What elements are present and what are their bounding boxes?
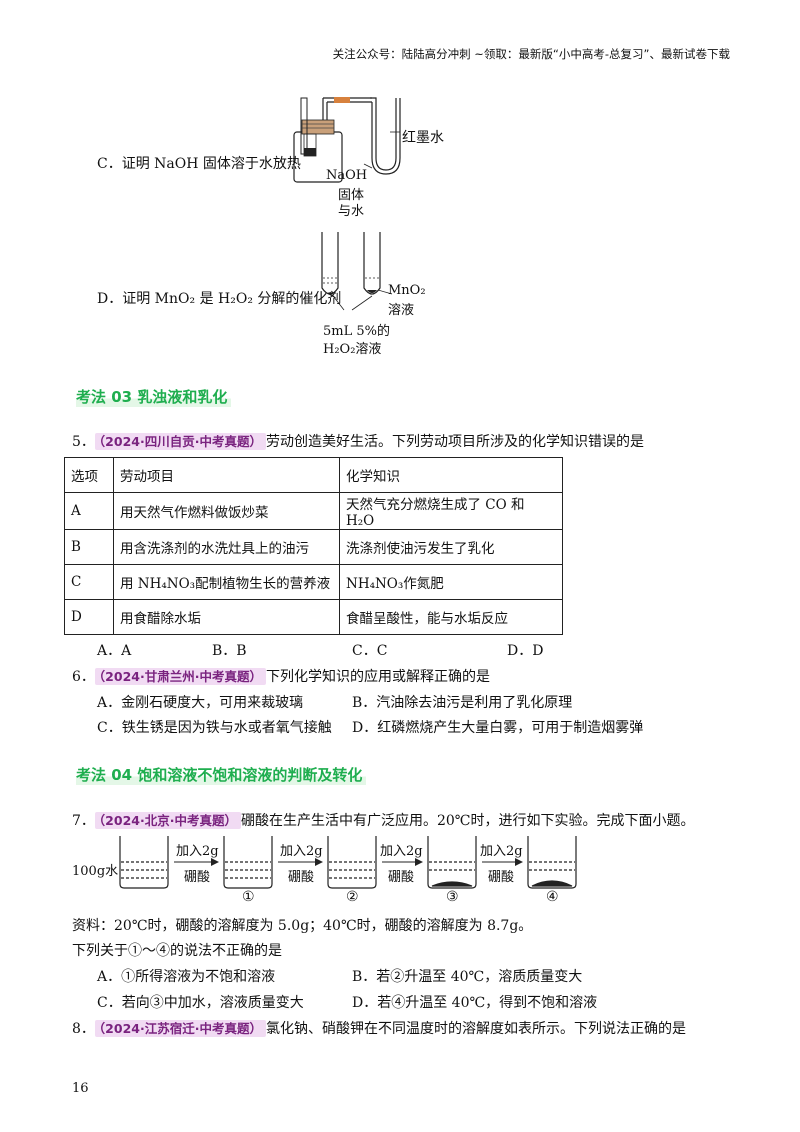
beaker-4 [527, 836, 577, 889]
substance-label: 硼酸 [288, 870, 315, 885]
question-6: 6．（2024·甘肃兰州·中考真题）下列化学知识的应用或解释正确的是 [72, 666, 490, 686]
naoh-label: NaOH [326, 168, 368, 183]
question-number: 8． [72, 1021, 95, 1037]
h2o2-label: H₂O₂溶液 [323, 342, 382, 357]
question-5: 5．（2024·四川自贡·中考真题）劳动创造美好生活。下列劳动项目所涉及的化学知… [72, 431, 644, 451]
question-number: 6． [72, 669, 95, 685]
solution-label: 溶液 [388, 303, 415, 318]
option-b: B．若②升温至 40℃，溶质质量变大 [352, 969, 583, 985]
option-b: B．汽油除去油污是利用了乳化原理 [352, 695, 573, 711]
table-header-cell: 化学知识 [339, 457, 563, 493]
add-label: 加入2g [380, 844, 423, 859]
table-row: C 用 NH₄NO₃配制植物生长的营养液 NH₄NO₃作氮肥 [64, 564, 563, 600]
option-a: A．金刚石硬度大，可用来裁玻璃 [97, 695, 304, 711]
table-row: A 用天然气作燃料做饭炒菜 天然气充分燃烧生成了 CO 和 H₂O [64, 492, 563, 530]
solid-label: 固体 [338, 188, 365, 203]
page-number: 16 [72, 1081, 89, 1096]
beaker-label: ② [346, 889, 359, 905]
table-cell: B [64, 529, 114, 565]
option-d: D．若④升温至 40℃，得到不饱和溶液 [352, 995, 598, 1011]
table-cell: 食醋呈酸性，能与水垢反应 [339, 599, 563, 635]
question-number: 5． [72, 434, 95, 450]
question-text: 下列化学知识的应用或解释正确的是 [265, 669, 490, 685]
question-7: 7．（2024·北京·中考真题）硼酸在生产生活中有广泛应用。20℃时，进行如下实… [72, 810, 694, 830]
table-cell: 天然气充分燃烧生成了 CO 和 H₂O [339, 492, 563, 530]
q5-table: 选项 劳动项目 化学知识 A 用天然气作燃料做饭炒菜 天然气充分燃烧生成了 CO… [64, 457, 563, 635]
beaker-label: ④ [546, 889, 559, 905]
source-tag: （2024·江苏宿迁·中考真题） [94, 1020, 266, 1037]
option-c: C．C [352, 643, 388, 659]
test-tubes-diagram [321, 232, 393, 311]
beaker-1 [223, 836, 273, 889]
table-cell: 用食醋除水垢 [113, 599, 340, 635]
substance-label: 硼酸 [388, 870, 415, 885]
table-cell: C [64, 564, 114, 600]
table-row: D 用食醋除水垢 食醋呈酸性，能与水垢反应 [64, 599, 563, 635]
beaker-label: ① [242, 889, 255, 905]
source-tag: （2024·甘肃兰州·中考真题） [94, 668, 266, 685]
naoh-apparatus-diagram [293, 97, 401, 183]
beaker-label: ③ [446, 889, 459, 905]
question-text: 氯化钠、硝酸钾在不同温度时的溶解度如表所示。下列说法正确的是 [265, 1021, 686, 1037]
table-cell: 用含洗涤剂的水洗灶具上的油污 [113, 529, 340, 565]
table-cell: D [64, 599, 114, 635]
substance-label: 硼酸 [488, 870, 515, 885]
page-header: 关注公众号：陆陆高分冲刺 ~领取：最新版“小中高考-总复习”、最新试卷下载 [332, 47, 730, 61]
option-b: B．B [212, 643, 247, 659]
option-d-text: D．证明 MnO₂ 是 H₂O₂ 分解的催化剂 [97, 291, 342, 307]
option-d: D．D [507, 643, 544, 659]
table-header-row: 选项 劳动项目 化学知识 [64, 457, 563, 493]
question-stem: 下列关于①～④的说法不正确的是 [72, 943, 282, 959]
section-title-04: 考法 04 饱和溶液不饱和溶液的判断及转化 [76, 764, 367, 785]
mno2-label: MnO₂ [388, 283, 426, 298]
beaker-sequence-diagram [119, 836, 577, 889]
table-cell: 用 NH₄NO₃配制植物生长的营养液 [113, 564, 340, 600]
source-tag: （2024·四川自贡·中考真题） [94, 433, 266, 450]
add-label: 加入2g [176, 844, 219, 859]
table-row: B 用含洗涤剂的水洗灶具上的油污 洗涤剂使油污发生了乳化 [64, 529, 563, 565]
option-c-text: C．证明 NaOH 固体溶于水放热 [97, 156, 301, 172]
water-label: 与水 [338, 204, 365, 219]
beaker-2 [327, 836, 377, 889]
table-cell: 用天然气作燃料做饭炒菜 [113, 492, 340, 530]
add-label: 加入2g [480, 844, 523, 859]
source-tag: （2024·北京·中考真题） [94, 812, 241, 829]
substance-label: 硼酸 [184, 870, 211, 885]
add-label: 加入2g [280, 844, 323, 859]
question-text: 硼酸在生产生活中有广泛应用。20℃时，进行如下实验。完成下面小题。 [240, 813, 695, 829]
option-c: C．铁生锈是因为铁与水或者氧气接触 [97, 720, 332, 736]
question-number: 7． [72, 813, 95, 829]
data-note: 资料：20℃时，硼酸的溶解度为 5.0g；40℃时，硼酸的溶解度为 8.7g。 [72, 918, 533, 934]
beaker-3 [427, 836, 477, 889]
table-cell: NH₄NO₃作氮肥 [339, 564, 563, 600]
ink-label: 红墨水 [402, 130, 444, 146]
question-8: 8．（2024·江苏宿迁·中考真题）氯化钠、硝酸钾在不同温度时的溶解度如表所示。… [72, 1018, 686, 1038]
option-c: C．若向③中加水，溶液质量变大 [97, 995, 304, 1011]
table-header-cell: 选项 [64, 457, 114, 493]
table-cell: A [64, 492, 114, 530]
start-label: 100g水 [72, 864, 119, 879]
option-a: A．A [97, 643, 132, 659]
volume-label: 5mL 5%的 [323, 324, 390, 339]
question-text: 劳动创造美好生活。下列劳动项目所涉及的化学知识错误的是 [265, 434, 644, 450]
beaker-start [119, 836, 169, 889]
table-cell: 洗涤剂使油污发生了乳化 [339, 529, 563, 565]
option-d: D．红磷燃烧产生大量白雾，可用于制造烟雾弹 [352, 720, 644, 736]
table-header-cell: 劳动项目 [113, 457, 340, 493]
section-title-03: 考法 03 乳浊液和乳化 [76, 386, 232, 407]
option-a: A．①所得溶液为不饱和溶液 [97, 969, 276, 985]
